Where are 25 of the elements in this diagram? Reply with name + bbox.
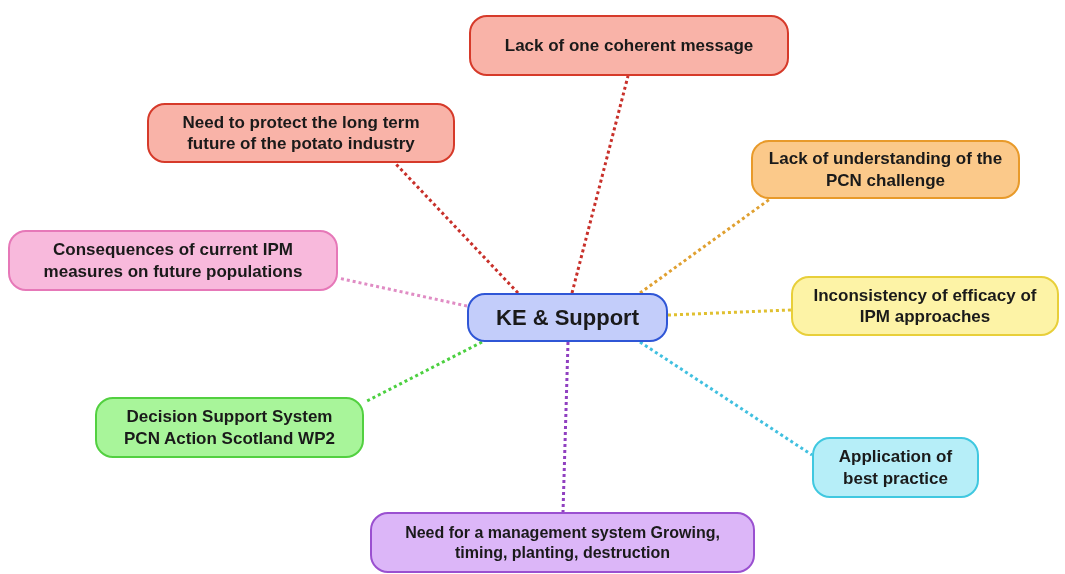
dotted-connector bbox=[570, 75, 630, 294]
topic-text: Consequences of current IPM measures on future populations bbox=[42, 239, 304, 282]
dotted-connector bbox=[639, 340, 813, 457]
topic-box bbox=[791, 276, 1059, 336]
topic-text: Decision Support System PCN Action Scotland WP2 bbox=[123, 406, 336, 449]
topic-box bbox=[147, 103, 455, 163]
dotted-connector bbox=[639, 197, 771, 295]
dotted-connector bbox=[667, 308, 792, 317]
topic-box bbox=[469, 15, 789, 76]
topic-box bbox=[751, 140, 1020, 199]
topic-text: KE & Support bbox=[496, 303, 639, 332]
central-topic-box bbox=[467, 293, 668, 342]
topic-text: Inconsistency of efficacy of IPM approaches bbox=[812, 284, 1038, 328]
topic-text: Lack of understanding of the PCN challenge bbox=[767, 148, 1004, 191]
topic-box bbox=[95, 397, 364, 458]
topic-text: Application of best practice bbox=[837, 446, 954, 489]
dotted-connector bbox=[393, 161, 520, 295]
topic-text: Need for a management system Growing, timing, planting, destruction bbox=[404, 522, 721, 563]
topic-text: Lack of one coherent message bbox=[504, 34, 754, 57]
dotted-connector bbox=[364, 340, 483, 404]
topic-box bbox=[8, 230, 338, 291]
dotted-connector bbox=[561, 341, 570, 513]
topic-text: Need to protect the long term future of the potato industry bbox=[181, 111, 421, 155]
topic-box bbox=[370, 512, 755, 573]
topic-box bbox=[812, 437, 979, 498]
